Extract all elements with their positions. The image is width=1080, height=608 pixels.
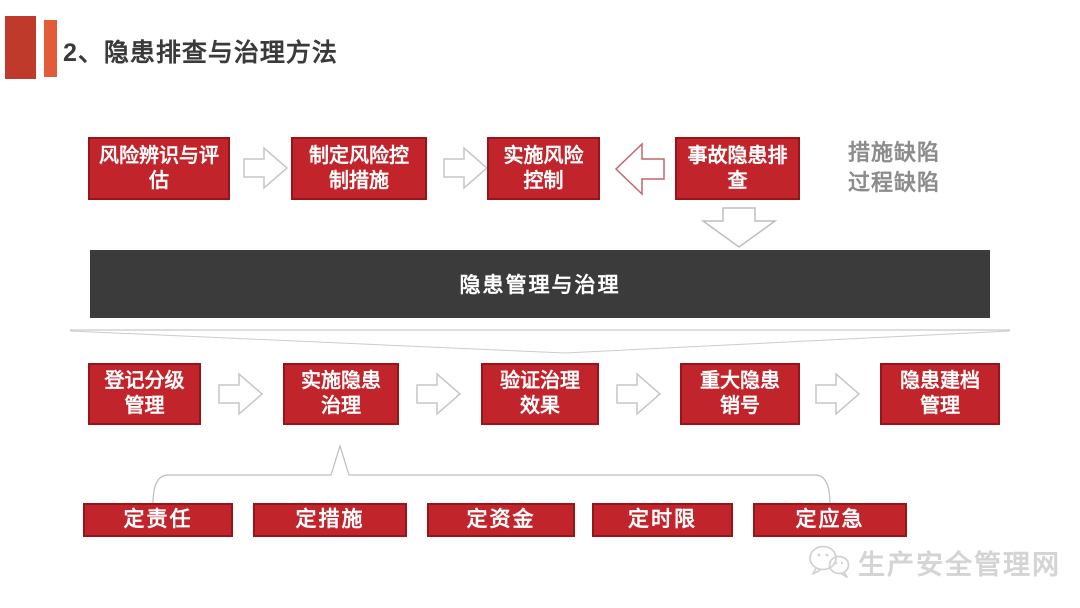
header-accent-bar-orange — [44, 20, 57, 77]
arrow-right-icon — [443, 146, 489, 190]
tag-box-emergency: 定应急 — [753, 503, 907, 537]
arrow-right-icon — [416, 372, 462, 416]
wechat-icon — [809, 545, 850, 578]
process-box-major-hazard-cancellation: 重大隐患 销号 — [680, 363, 800, 425]
process-box-implement-treatment: 实施隐患 治理 — [283, 363, 399, 425]
arrow-right-icon — [815, 372, 861, 416]
process-box-implement-risk-control: 实施风险 控制 — [487, 137, 600, 200]
arrow-right-icon — [616, 372, 662, 416]
page-title: 2、隐患排查与治理方法 — [63, 39, 338, 67]
watermark: 生产安全管理网 — [806, 542, 1061, 582]
arrow-right-icon — [243, 146, 289, 190]
process-box-control-measures: 制定风险控 制措施 — [291, 137, 427, 200]
defect-note: 措施缺陷 过程缺陷 — [848, 140, 941, 195]
arrow-right-icon — [218, 372, 264, 416]
tag-box-funds: 定资金 — [427, 503, 575, 537]
arrow-down-icon — [701, 207, 777, 248]
watermark-text: 生产安全管理网 — [858, 549, 1061, 580]
process-box-hazard-investigation: 事故隐患排 查 — [675, 137, 800, 200]
process-box-archive-management: 隐患建档 管理 — [880, 363, 1000, 425]
process-box-verify-effect: 验证治理 效果 — [481, 363, 599, 425]
banner-hazard-management: 隐患管理与治理 — [90, 250, 990, 318]
header-accent-bar-dark — [5, 16, 36, 79]
tag-box-measures: 定措施 — [253, 503, 407, 537]
process-box-risk-identification: 风险辨识与评 估 — [88, 137, 230, 200]
tag-box-responsibility: 定责任 — [83, 503, 233, 537]
process-box-registration-grading: 登记分级 管理 — [88, 363, 201, 425]
arrow-left-icon — [614, 142, 665, 196]
tag-box-time-limit: 定时限 — [592, 503, 733, 537]
